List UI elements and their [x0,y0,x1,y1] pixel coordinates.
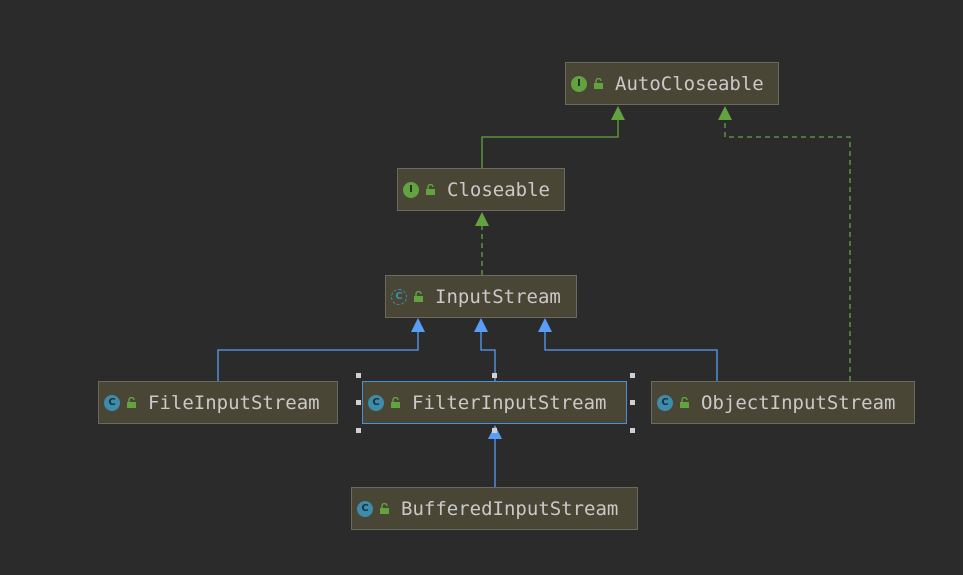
resize-handle-top-left[interactable] [356,373,361,378]
resize-handle-bottom-left[interactable] [356,428,361,433]
arrowhead-autocloseable-left [611,106,625,120]
arrowhead-inputstream-center [474,318,488,332]
edge-closeable-autocloseable [481,120,619,168]
resize-handle-top-center[interactable] [492,373,497,378]
class-icon: C [357,500,373,517]
interface-icon: I [403,181,419,198]
node-inputstream[interactable]: C InputStream [385,275,577,318]
class-icon: C [368,394,384,411]
edge-filterinputstream-inputstream [480,332,496,381]
arrowhead-autocloseable-right [718,106,732,120]
resize-handle-middle-right[interactable] [630,400,635,405]
resize-handle-bottom-center[interactable] [492,428,497,433]
public-lock-icon [414,291,423,302]
edge-objectinputstream-autocloseable [724,120,851,381]
public-lock-icon [380,503,389,514]
public-lock-icon [426,184,435,195]
public-lock-icon [127,397,136,408]
arrowhead-inputstream-right [538,318,552,332]
class-icon: C [104,394,120,411]
arrowhead-closeable [475,212,489,226]
node-autocloseable[interactable]: I AutoCloseable [565,62,779,105]
node-label: AutoCloseable [615,72,764,95]
public-lock-icon [680,397,689,408]
interface-icon: I [571,75,587,92]
node-objectinputstream[interactable]: C ObjectInputStream [651,381,915,424]
arrowhead-inputstream-left [411,318,425,332]
node-label: ObjectInputStream [701,391,896,414]
node-label: FileInputStream [148,391,320,414]
resize-handle-middle-left[interactable] [356,400,361,405]
node-filterinputstream[interactable]: C FilterInputStream [362,381,627,424]
resize-handle-bottom-right[interactable] [630,428,635,433]
public-lock-icon [594,78,603,89]
resize-handle-top-right[interactable] [630,373,635,378]
public-lock-icon [391,397,400,408]
edge-objectinputstream-inputstream [544,332,718,381]
edge-fileinputstream-inputstream [217,332,419,381]
node-label: BufferedInputStream [401,497,619,520]
abstract-class-icon: C [391,288,407,305]
node-fileinputstream[interactable]: C FileInputStream [98,381,338,424]
class-icon: C [657,394,673,411]
node-closeable[interactable]: I Closeable [397,168,565,211]
node-label: InputStream [435,285,561,308]
node-bufferedinputstream[interactable]: C BufferedInputStream [351,487,638,530]
node-label: FilterInputStream [412,391,607,414]
node-label: Closeable [447,178,550,201]
